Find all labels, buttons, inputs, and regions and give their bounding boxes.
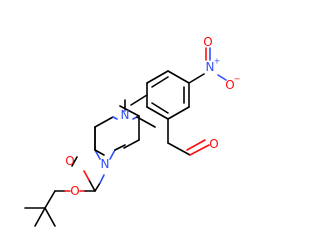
bond xyxy=(189,144,210,156)
bond xyxy=(83,170,90,181)
atom-o-aldehyde: O xyxy=(209,137,218,151)
atom-o-carbamate-ester: O xyxy=(70,184,79,198)
tert-butyl-group xyxy=(24,190,56,227)
bond xyxy=(112,116,118,120)
atom-n-nitro-charge: + xyxy=(214,57,221,66)
bond xyxy=(167,106,190,120)
bond xyxy=(109,149,116,160)
aromatic-inner-bond xyxy=(151,76,169,88)
bond xyxy=(114,144,126,151)
atom-n-nitro: N xyxy=(206,60,215,74)
bond xyxy=(71,156,78,167)
aldehyde-group xyxy=(167,118,210,156)
bond xyxy=(44,190,56,209)
chemical-structure-diagram: N N O O O N + O O − xyxy=(24,35,241,227)
atom-n-piperazine-bottom: N xyxy=(101,157,110,171)
bond xyxy=(94,182,101,192)
bond xyxy=(88,179,96,192)
bond xyxy=(186,139,206,151)
atom-o-nitro-top: O xyxy=(203,35,212,49)
carbamate-group xyxy=(54,156,105,192)
bond xyxy=(167,142,191,156)
bond xyxy=(94,149,105,156)
bond xyxy=(94,116,114,128)
bond xyxy=(123,139,140,149)
n-aryl-bond xyxy=(130,94,148,106)
aromatic-inner-bond xyxy=(151,102,169,114)
atom-o-nitro-right: O xyxy=(225,78,234,92)
atom-o-nitro-right-charge: − xyxy=(234,75,241,84)
bond xyxy=(34,207,46,227)
bond xyxy=(146,106,169,120)
bond xyxy=(94,149,101,160)
bond xyxy=(188,73,205,84)
nitro-group xyxy=(188,47,227,84)
atom-n-piperazine-top: N xyxy=(121,108,130,122)
benzene-ring xyxy=(146,70,190,120)
piperazine-bonds xyxy=(94,105,140,156)
atom-o-carbamate-carbonyl: O xyxy=(65,154,74,168)
bond xyxy=(99,174,105,184)
bond xyxy=(217,74,227,81)
bond xyxy=(146,70,169,84)
bond xyxy=(136,116,156,128)
bond xyxy=(44,207,56,227)
bond xyxy=(119,105,140,117)
bond xyxy=(167,70,190,84)
